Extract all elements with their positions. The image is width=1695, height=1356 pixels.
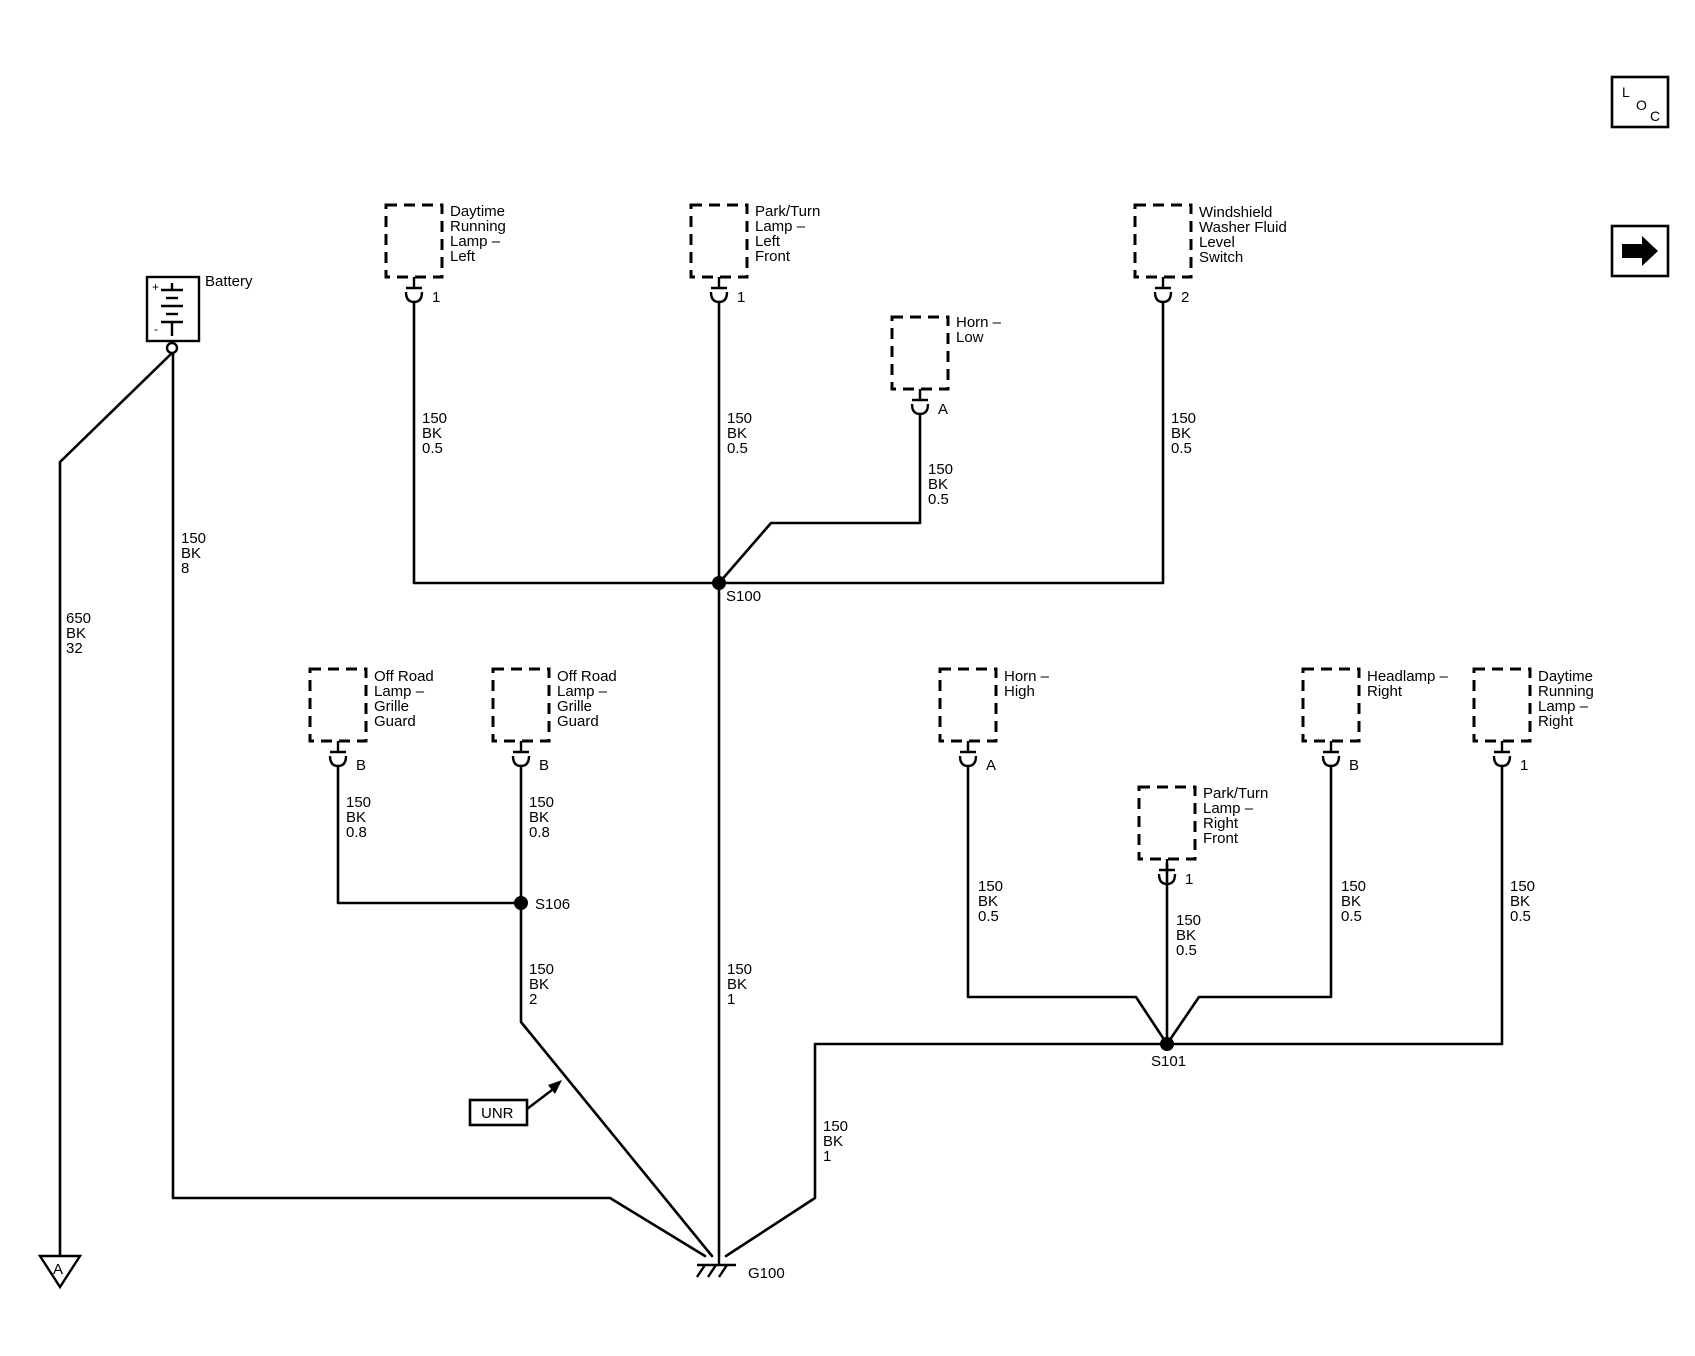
splice-s106-dot	[514, 896, 528, 910]
wire-label: 150 BK 0.5	[1176, 912, 1205, 959]
unr-tag: UNR	[468, 1080, 562, 1127]
offpage-connector-a[interactable]: A	[37, 1254, 83, 1290]
wire-label: 150 BK 0.5	[727, 410, 756, 457]
wire-label: 150 BK 0.5	[1510, 878, 1539, 925]
wire-label: 150 BK 1	[823, 1118, 852, 1165]
wire-label: 650 BK 32	[66, 610, 95, 657]
pin-label: B	[539, 757, 549, 774]
pin-label: 1	[1185, 871, 1193, 888]
component-label: Headlamp – Right	[1367, 668, 1452, 700]
splice-s106-label: S106	[535, 896, 570, 913]
wire-label: 150 BK 0.5	[978, 878, 1007, 925]
offpage-connector-a-label: A	[53, 1261, 63, 1278]
wire-label: 150 BK 0.8	[529, 794, 558, 841]
wire-label: 150 BK 0.8	[346, 794, 375, 841]
component-label: Horn – High	[1004, 668, 1053, 700]
svg-text:-: -	[154, 322, 158, 336]
splice-s101-label: S101	[1151, 1053, 1186, 1070]
component-label: Off Road Lamp – Grille Guard	[557, 668, 621, 730]
wire-label: 150 BK 0.5	[1171, 410, 1200, 457]
ground-g100-label: G100	[748, 1265, 785, 1282]
pin-label: 2	[1181, 289, 1189, 306]
component-headlamp-right[interactable]: B Headlamp – Right	[1301, 667, 1452, 774]
component-off-road-lamp-1[interactable]: B Off Road Lamp – Grille Guard	[308, 667, 438, 774]
splice-s100-dot	[712, 576, 726, 590]
component-off-road-lamp-2[interactable]: B Off Road Lamp – Grille Guard	[491, 667, 621, 774]
splice-s101-dot	[1160, 1037, 1174, 1051]
svg-text:+: +	[152, 280, 159, 294]
component-label: Daytime Running Lamp – Right	[1538, 668, 1598, 730]
splice-s100-label: S100	[726, 588, 761, 605]
ground-g100-icon	[696, 1256, 736, 1278]
component-park-turn-right-front[interactable]: 1 Park/Turn Lamp – Right Front	[1137, 785, 1272, 888]
wire-label: 150 BK 8	[181, 530, 210, 577]
pin-label: B	[356, 757, 366, 774]
loc-c: C	[1650, 108, 1660, 124]
pin-label: 1	[432, 289, 440, 306]
pin-label: A	[986, 757, 996, 774]
component-label: Windshield Washer Fluid Level Switch	[1199, 204, 1291, 266]
pin-label: B	[1349, 757, 1359, 774]
loc-icon[interactable]: L O C	[1610, 75, 1670, 129]
unr-label: UNR	[481, 1105, 514, 1122]
wire-label: 150 BK 0.5	[1341, 878, 1370, 925]
pin-label: 1	[737, 289, 745, 306]
wire-paths	[58, 300, 1504, 1258]
component-label: Off Road Lamp – Grille Guard	[374, 668, 438, 730]
wire-label: 150 BK 0.5	[422, 410, 451, 457]
loc-o: O	[1636, 97, 1647, 113]
pin-label: A	[938, 401, 948, 418]
component-drl-left[interactable]: 1 Daytime Running Lamp – Left	[384, 203, 510, 306]
component-horn-high[interactable]: A Horn – High	[938, 667, 1053, 774]
component-label: Daytime Running Lamp – Left	[450, 203, 510, 265]
component-horn-low[interactable]: A Horn – Low	[890, 314, 1005, 418]
component-drl-right[interactable]: 1 Daytime Running Lamp – Right	[1472, 667, 1598, 774]
component-label: Park/Turn Lamp – Left Front	[755, 203, 824, 265]
pin-label: 1	[1520, 757, 1528, 774]
component-washer-switch[interactable]: 2 Windshield Washer Fluid Level Switch	[1133, 203, 1291, 306]
component-label: Horn – Low	[956, 314, 1005, 346]
wire-label: 150 BK 2	[529, 961, 558, 1008]
battery-label: Battery	[205, 273, 253, 290]
next-page-arrow-icon[interactable]	[1610, 224, 1670, 278]
wire-label: 150 BK 0.5	[928, 461, 957, 508]
wire-label: 150 BK 1	[727, 961, 756, 1008]
loc-l: L	[1622, 84, 1630, 100]
component-label: Park/Turn Lamp – Right Front	[1203, 785, 1272, 847]
battery-icon: + -	[145, 275, 201, 355]
component-park-turn-left-front[interactable]: 1 Park/Turn Lamp – Left Front	[689, 203, 824, 306]
